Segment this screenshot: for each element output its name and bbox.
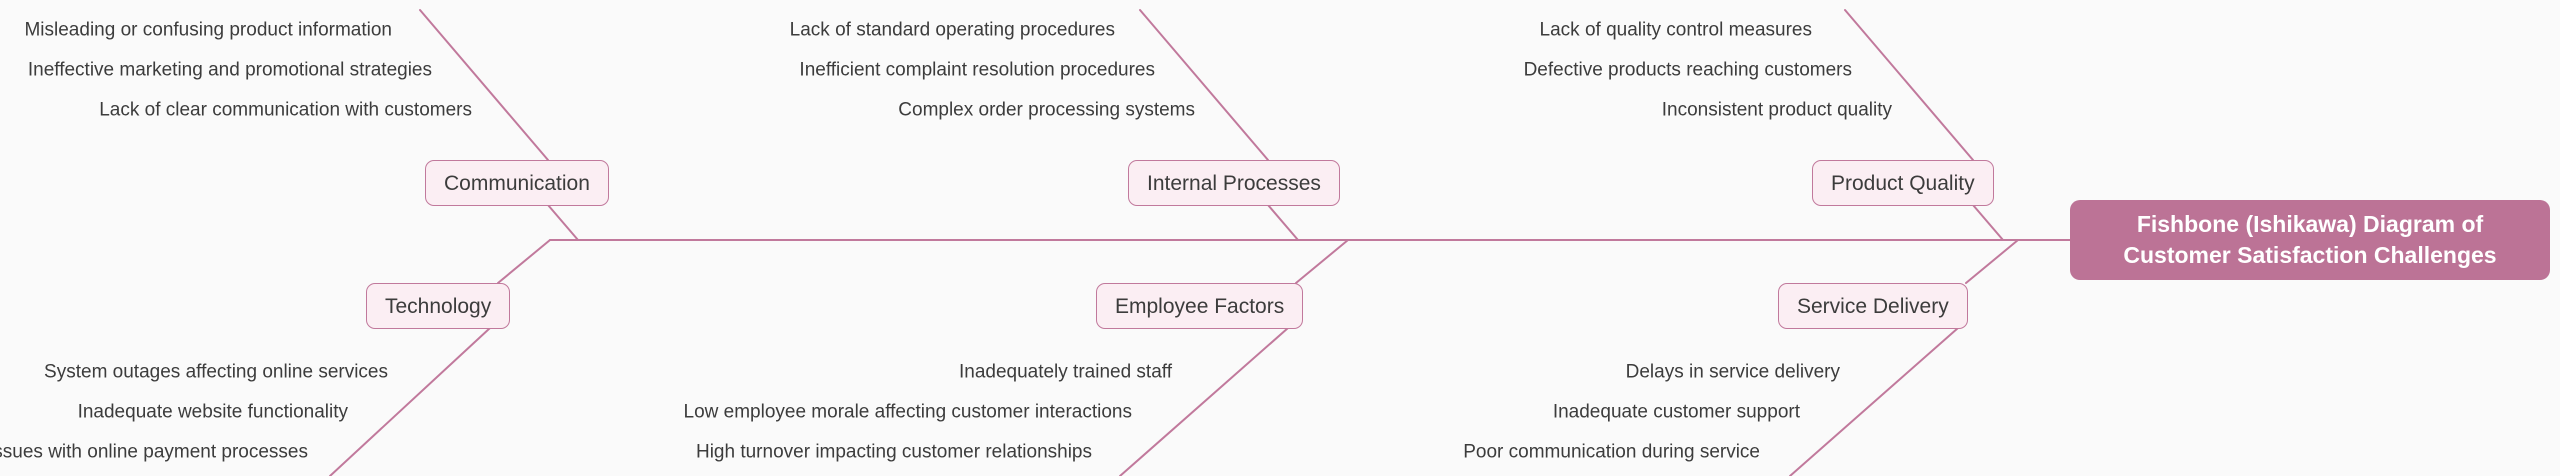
bone-internal-processes <box>1139 9 1269 161</box>
bone-communication-to-spine <box>547 204 579 241</box>
cause-label: Lack of clear communication with custome… <box>99 99 472 121</box>
category-label-employee-factors: Employee Factors <box>1115 294 1285 318</box>
cause-label: Lack of standard operating procedures <box>789 19 1115 41</box>
bone-technology <box>329 327 491 476</box>
bone-spine-to-employee-factors <box>1295 239 1349 284</box>
bone-communication <box>419 9 549 161</box>
cause-label: Misleading or confusing product informat… <box>24 19 392 41</box>
category-box-technology[interactable]: Technology <box>366 283 511 329</box>
cause-label: Ineffective marketing and promotional st… <box>27 59 432 81</box>
cause-label: System outages affecting online services <box>44 361 388 383</box>
category-label-service-delivery: Service Delivery <box>1797 294 1949 318</box>
cause-label: Poor communication during service <box>1463 441 1760 463</box>
cause-label: Lack of quality control measures <box>1539 19 1812 41</box>
category-label-internal-processes: Internal Processes <box>1147 171 1321 195</box>
bone-internal-processes-to-spine <box>1267 204 1299 241</box>
cause-label: Complex order processing systems <box>898 99 1195 121</box>
bone-product-quality-to-spine <box>1972 204 2004 241</box>
category-box-communication[interactable]: Communication <box>425 160 609 206</box>
category-box-employee-factors[interactable]: Employee Factors <box>1096 283 1304 329</box>
cause-label: Defective products reaching customers <box>1523 59 1852 81</box>
category-label-product-quality: Product Quality <box>1831 171 1975 195</box>
cause-label: Issues with online payment processes <box>0 441 308 463</box>
cause-label: Low employee morale affecting customer i… <box>683 401 1133 423</box>
bone-spine-to-technology <box>497 239 551 284</box>
cause-label: Inadequately trained staff <box>958 361 1172 383</box>
cause-label: Inefficient complaint resolution procedu… <box>799 59 1155 81</box>
cause-label: Inadequate website functionality <box>77 401 348 423</box>
category-label-communication: Communication <box>444 171 590 195</box>
category-box-service-delivery[interactable]: Service Delivery <box>1778 283 1968 329</box>
category-box-product-quality[interactable]: Product Quality <box>1812 160 1994 206</box>
bone-spine-to-service-delivery <box>1965 239 2019 284</box>
cause-label: High turnover impacting customer relatio… <box>695 441 1092 463</box>
diagram-title: Fishbone (Ishikawa) Diagram of Customer … <box>2123 210 2497 268</box>
cause-label: Inadequate customer support <box>1552 401 1800 423</box>
cause-label: Inconsistent product quality <box>1661 99 1892 121</box>
category-box-internal-processes[interactable]: Internal Processes <box>1128 160 1340 206</box>
bone-product-quality <box>1844 9 1974 161</box>
cause-label: Delays in service delivery <box>1625 361 1840 383</box>
bone-employee-factors <box>1119 327 1289 476</box>
category-label-technology: Technology <box>385 294 492 318</box>
diagram-head-box[interactable]: Fishbone (Ishikawa) Diagram of Customer … <box>2070 200 2550 280</box>
bone-service-delivery <box>1789 327 1959 476</box>
